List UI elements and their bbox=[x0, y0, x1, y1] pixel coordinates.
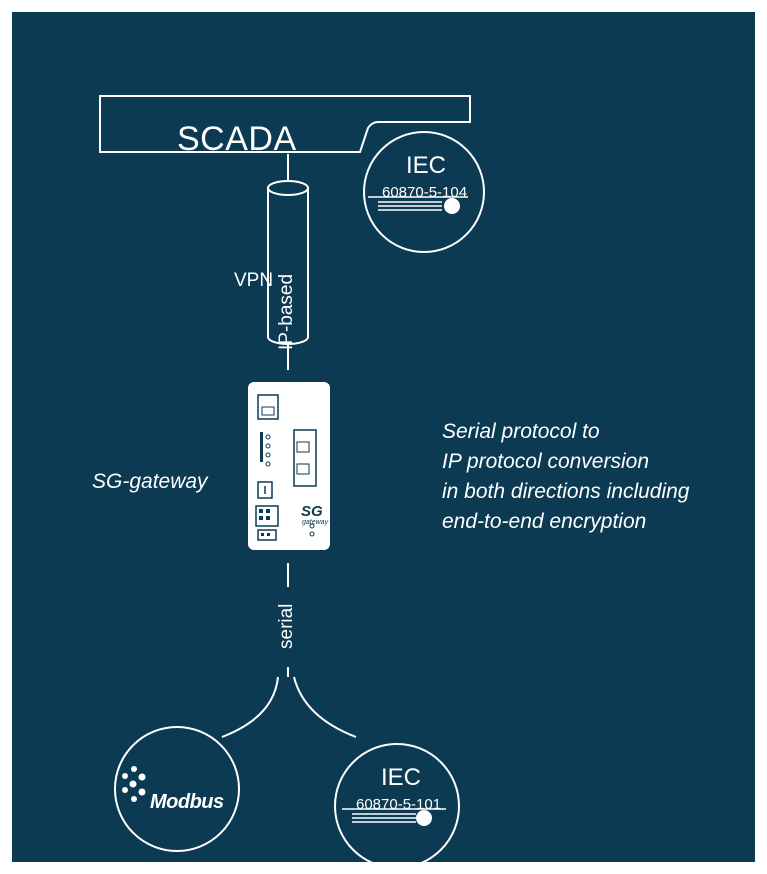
iec-101-badge bbox=[334, 743, 460, 862]
gateway-model-sub-label: gateway bbox=[302, 519, 329, 526]
modbus-label: Modbus bbox=[150, 791, 224, 813]
iec-104-standard: 60870-5-104 bbox=[382, 184, 468, 201]
description-line: end-to-end encryption bbox=[442, 510, 647, 533]
serial-label: serial bbox=[276, 603, 297, 649]
vpn-label: VPN bbox=[234, 270, 274, 291]
scada-label: SCADA bbox=[177, 120, 297, 158]
description-line: Serial protocol to bbox=[442, 420, 600, 443]
description-line: in both directions including bbox=[442, 480, 690, 503]
sg-gateway-label: SG-gateway bbox=[92, 470, 208, 493]
modbus-badge bbox=[114, 726, 240, 852]
vpn-tunnel bbox=[267, 180, 309, 345]
gateway-brand-label: Ixxat bbox=[299, 420, 322, 431]
iec-104-title: IEC bbox=[406, 152, 447, 179]
diagram-panel: SCADA IEC 60870-5-104 VPN IP-based Ixxat… bbox=[12, 12, 755, 862]
scada-box bbox=[99, 95, 471, 153]
conversion-description: Serial protocol to IP protocol conversio… bbox=[442, 417, 690, 537]
gateway-model-label: SG bbox=[301, 503, 323, 520]
iec-101-standard: 60870-5-101 bbox=[356, 796, 442, 813]
branch-to-modbus bbox=[221, 676, 279, 738]
description-line: IP protocol conversion bbox=[442, 450, 649, 473]
branch-to-iec-101 bbox=[293, 676, 357, 738]
iec-101-title: IEC bbox=[381, 764, 422, 791]
ip-based-label: IP-based bbox=[276, 273, 297, 351]
iec-104-badge bbox=[363, 131, 485, 253]
diagram-canvas bbox=[99, 95, 485, 862]
sg-gateway-device bbox=[248, 382, 330, 550]
